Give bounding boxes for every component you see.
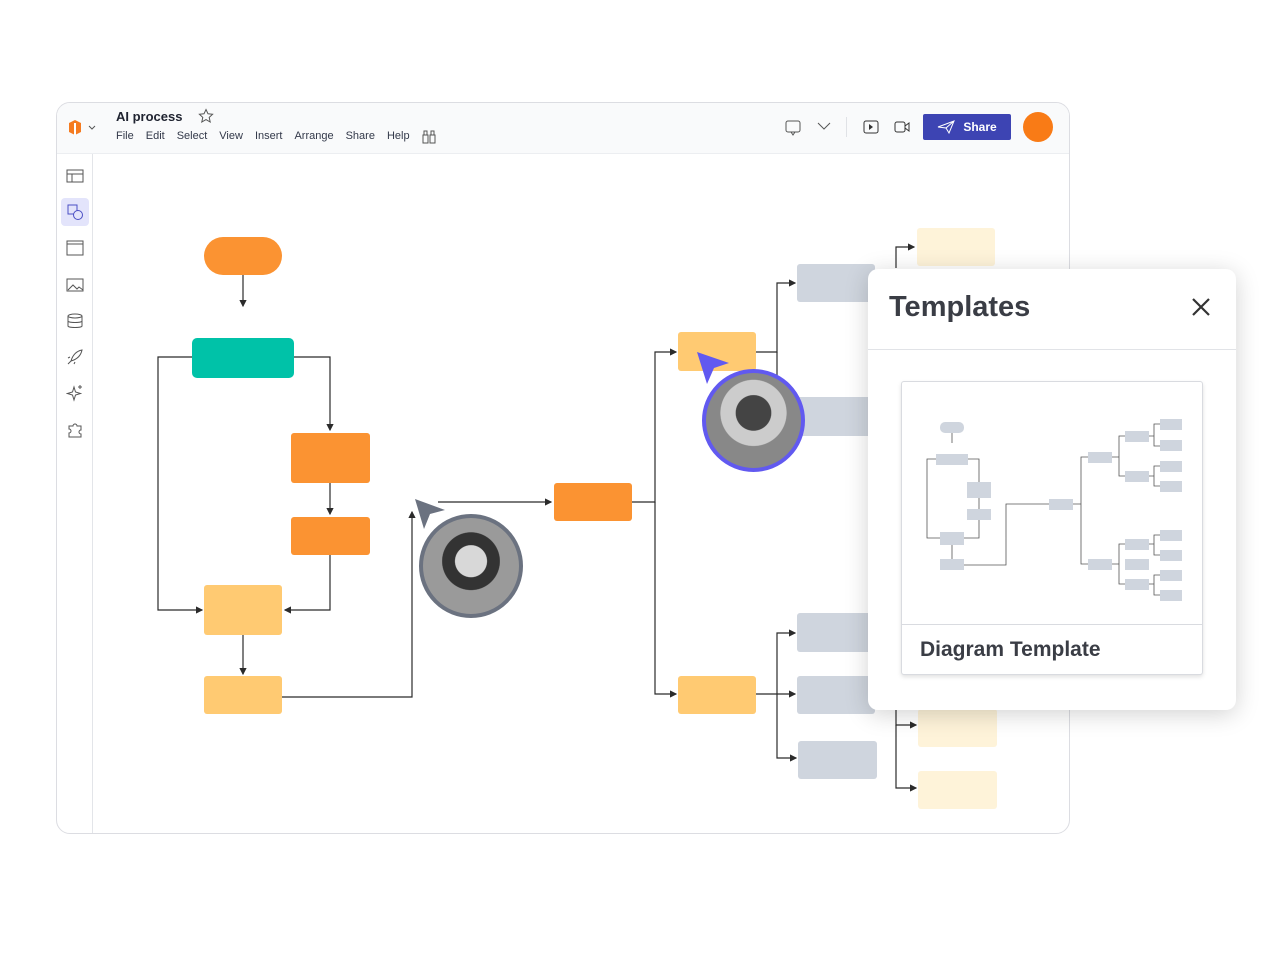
card-divider [902, 624, 1202, 625]
process-node[interactable] [291, 433, 370, 483]
user-avatar[interactable] [1023, 112, 1053, 142]
template-card[interactable]: Diagram Template [901, 381, 1203, 675]
template-thumbnail [926, 419, 1182, 601]
shapes-icon[interactable] [61, 198, 89, 226]
collaborator-avatar [419, 514, 523, 618]
process-node[interactable] [797, 676, 875, 714]
process-node[interactable] [798, 741, 877, 779]
menu-view[interactable]: View [219, 130, 243, 142]
star-icon[interactable] [198, 108, 214, 124]
chevron-down-icon[interactable] [817, 121, 831, 131]
menu-file[interactable]: File [116, 130, 134, 142]
close-icon[interactable] [1191, 297, 1211, 317]
process-node[interactable] [554, 483, 632, 521]
collaborator-avatar [702, 369, 805, 472]
process-node[interactable] [918, 771, 997, 809]
process-node[interactable] [918, 709, 997, 747]
panel-title: Templates [889, 291, 1031, 323]
present-icon[interactable] [863, 120, 879, 134]
app-logo-icon[interactable] [67, 119, 99, 137]
binoculars-icon[interactable] [422, 130, 436, 144]
image-icon[interactable] [61, 271, 89, 299]
process-node[interactable] [291, 517, 370, 555]
start-node[interactable] [204, 237, 282, 275]
process-node[interactable] [797, 397, 875, 436]
database-icon[interactable] [61, 307, 89, 335]
header-bar: AI process File Edit Select View Insert … [57, 103, 1069, 154]
comment-icon[interactable] [785, 120, 801, 136]
template-label: Diagram Template [920, 638, 1101, 661]
process-node[interactable] [917, 228, 995, 266]
templates-panel: Templates Diagram Template [868, 269, 1236, 710]
video-icon[interactable] [894, 121, 910, 133]
process-node[interactable] [797, 264, 875, 302]
menu-bar: File Edit Select View Insert Arrange Sha… [116, 130, 436, 144]
rocket-icon[interactable] [61, 343, 89, 371]
send-icon [938, 120, 956, 134]
process-node[interactable] [204, 676, 282, 714]
share-button[interactable]: Share [923, 114, 1011, 140]
menu-edit[interactable]: Edit [145, 130, 165, 142]
toolbar-divider [846, 117, 847, 137]
layout-icon[interactable] [61, 162, 89, 190]
menu-select[interactable]: Select [176, 130, 208, 142]
divider [868, 349, 1236, 350]
menu-help[interactable]: Help [386, 130, 410, 142]
decision-node[interactable] [192, 338, 294, 378]
document-title[interactable]: AI process [116, 109, 183, 124]
menu-share[interactable]: Share [345, 130, 375, 142]
frame-icon[interactable] [61, 234, 89, 262]
menu-insert[interactable]: Insert [254, 130, 283, 142]
collaborator-cursor-icon [415, 499, 445, 529]
share-label: Share [963, 120, 997, 134]
menu-arrange[interactable]: Arrange [294, 130, 334, 142]
process-node[interactable] [204, 585, 282, 635]
process-node[interactable] [797, 613, 875, 652]
process-node[interactable] [678, 676, 756, 714]
left-sidebar [57, 154, 93, 833]
collaborator-cursor-icon [697, 352, 729, 384]
sparkle-icon[interactable] [61, 379, 89, 407]
puzzle-icon[interactable] [61, 416, 89, 444]
